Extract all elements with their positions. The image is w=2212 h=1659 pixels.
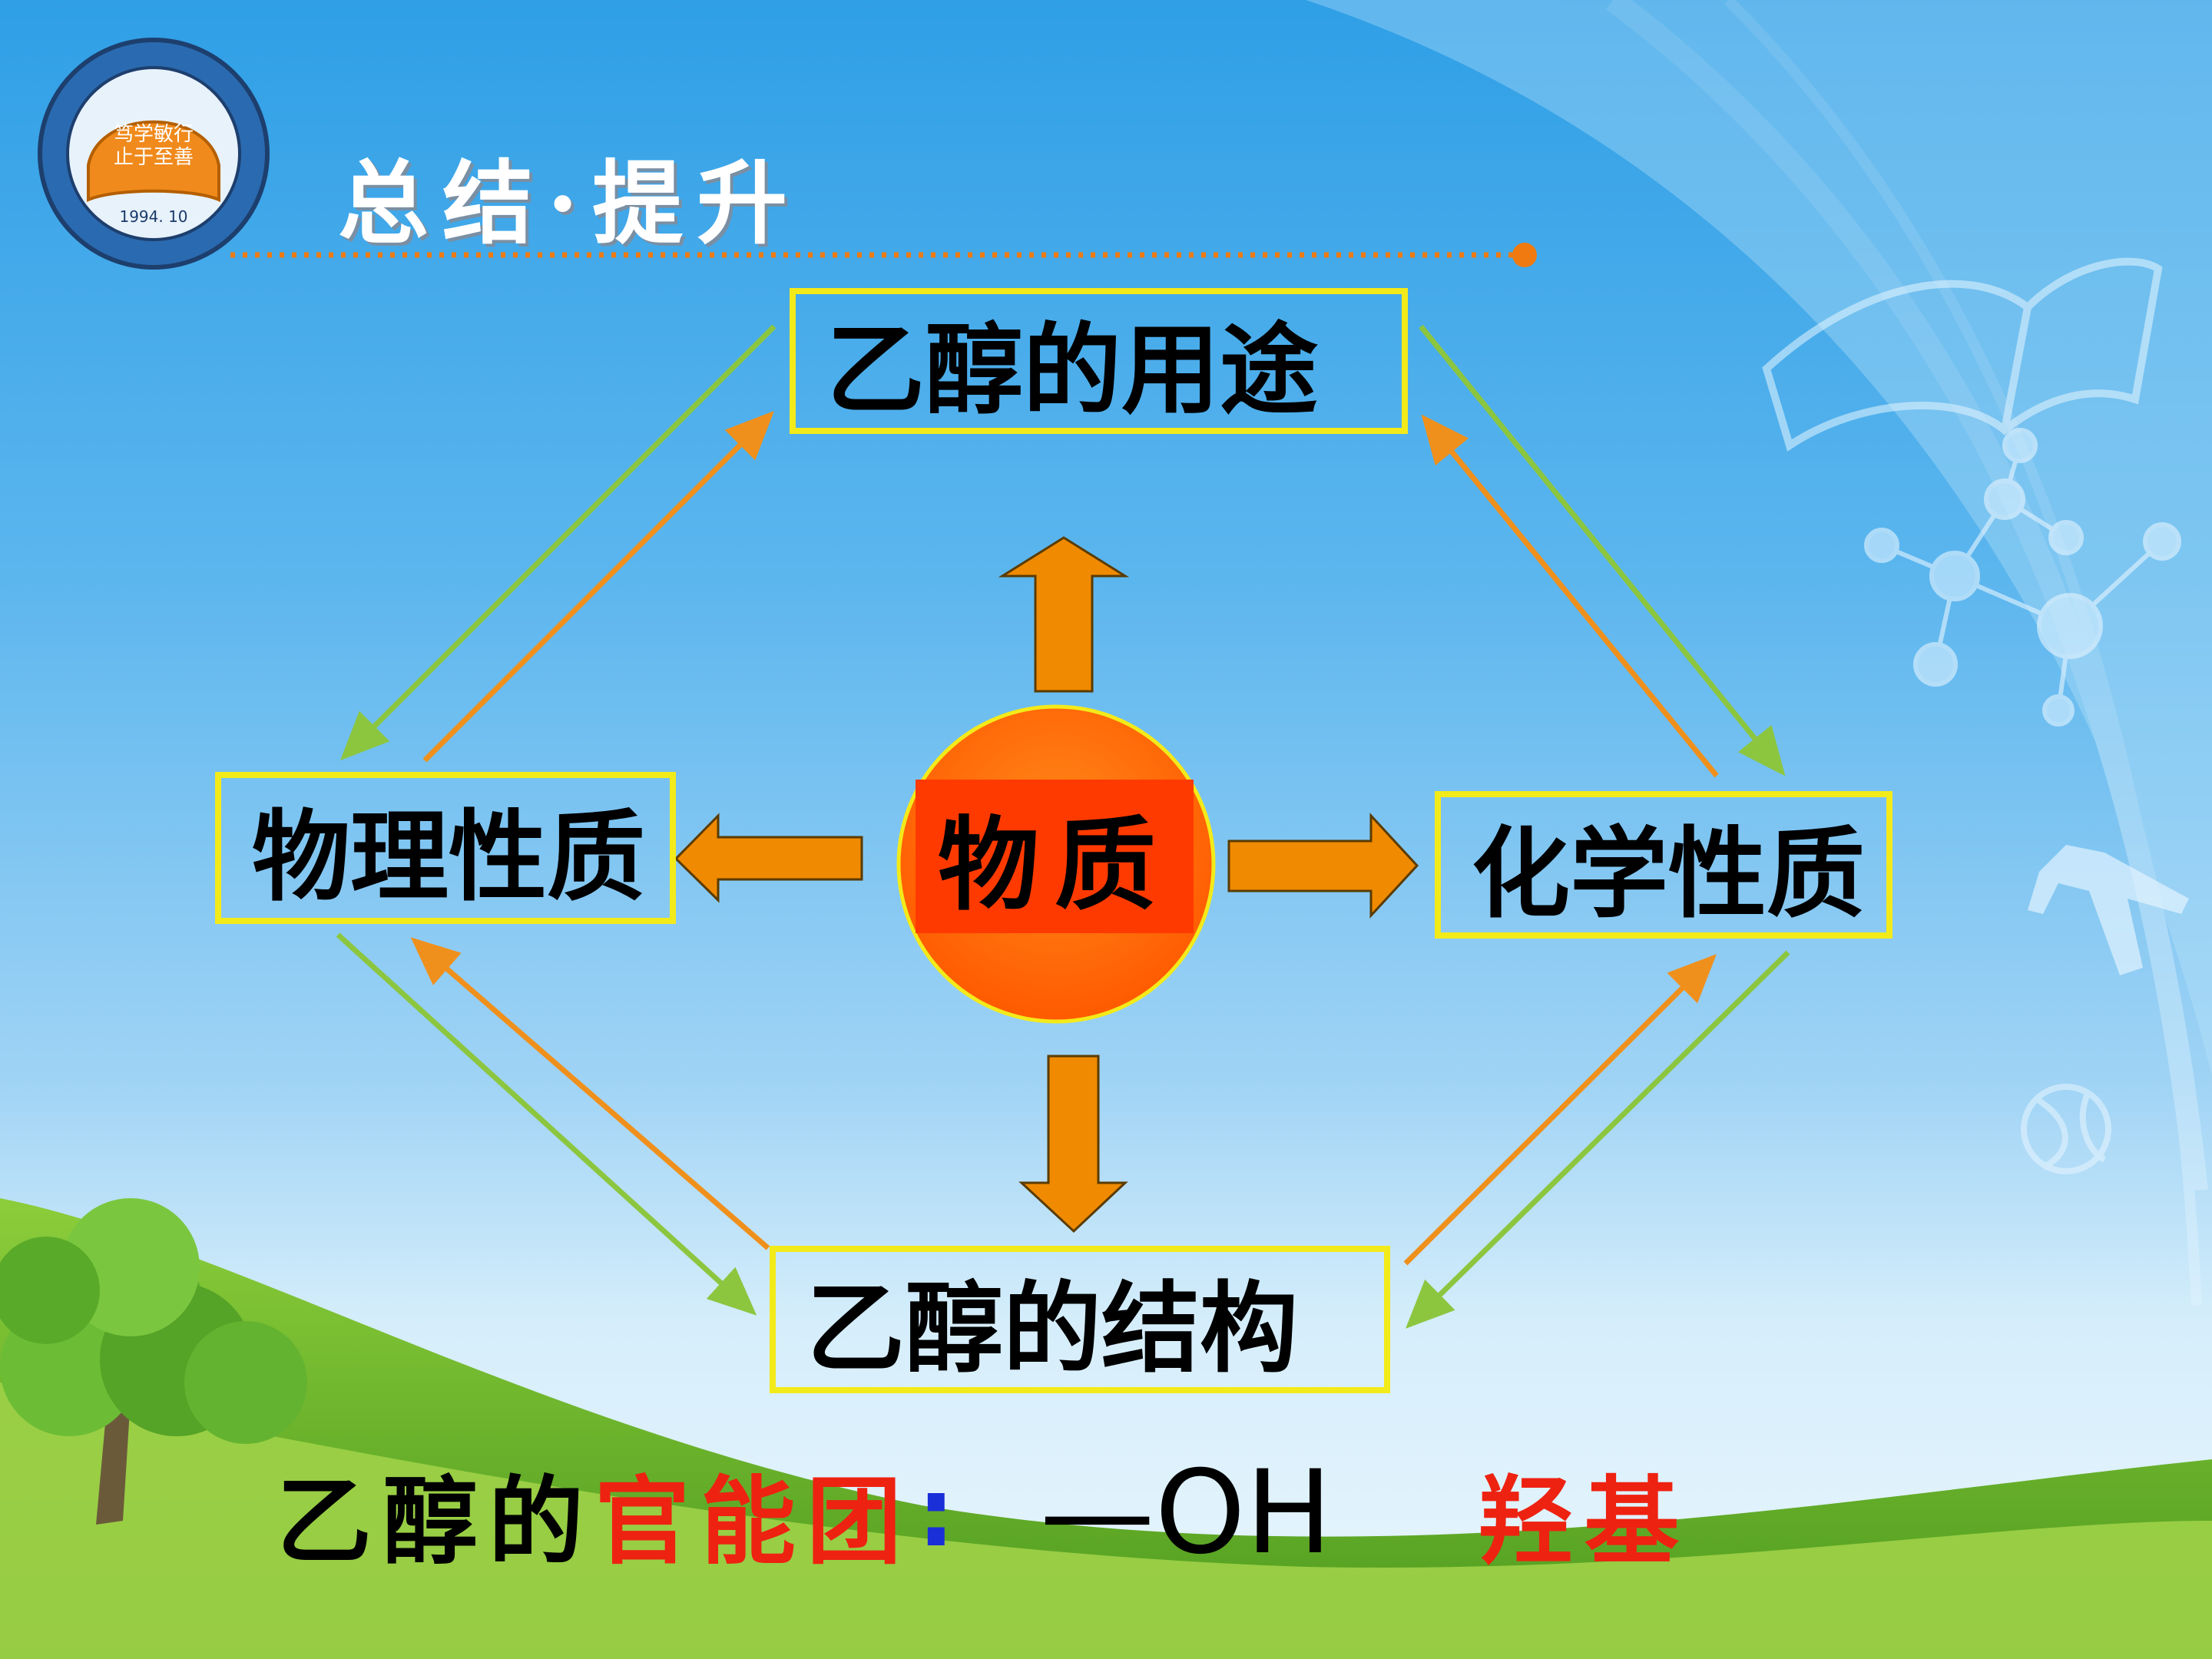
node-structure: 乙醇的结构 [770, 1246, 1390, 1393]
background-swoosh [1306, 0, 2212, 1306]
node-physical-properties: 物理性质 [215, 772, 676, 924]
molecule-icon [1864, 428, 2181, 727]
hills [0, 1198, 2212, 1659]
block-arrow-down [1018, 1055, 1128, 1233]
book-icon [1762, 257, 2163, 452]
tree-icon [0, 1198, 307, 1525]
center-node [896, 704, 1216, 1024]
logo-motto-line1: 笃学敏行 [113, 123, 194, 146]
logo-motto-line2: 止于至善 [113, 146, 194, 169]
statement-term: 官能团 [594, 1466, 913, 1578]
title-divider [230, 243, 1537, 267]
slide-title: 总结·提升 [338, 150, 802, 257]
node-chemical-properties: 化学性质 [1435, 791, 1892, 939]
arrows-structure-chemical [1403, 950, 1790, 1329]
hydroxyl-name: 羟基 [1478, 1466, 1690, 1578]
arrows-physical-structure [336, 932, 770, 1316]
hydroxyl-formula: —OH [1039, 1446, 1333, 1580]
logo-year: 1994. 10 [119, 207, 188, 226]
arrows-uses-chemical [1419, 324, 1786, 778]
arrows-physical-uses [340, 324, 777, 763]
block-arrow-left [674, 813, 863, 903]
functional-group-line: 乙醇的 官能团 : —OH 羟基 [276, 1444, 1690, 1582]
airplane-icon [2028, 845, 2189, 975]
school-logo [38, 38, 270, 270]
ball-icon [2021, 1084, 2111, 1174]
logo-motto: 笃学敏行 止于至善 [92, 123, 215, 169]
statement-colon: : [917, 1458, 955, 1568]
center-label: 物质 [938, 805, 1171, 925]
block-arrow-up [998, 536, 1130, 693]
block-arrow-right [1227, 813, 1419, 919]
statement-prefix: 乙醇的 [276, 1466, 595, 1578]
node-uses: 乙醇的用途 [790, 288, 1408, 434]
